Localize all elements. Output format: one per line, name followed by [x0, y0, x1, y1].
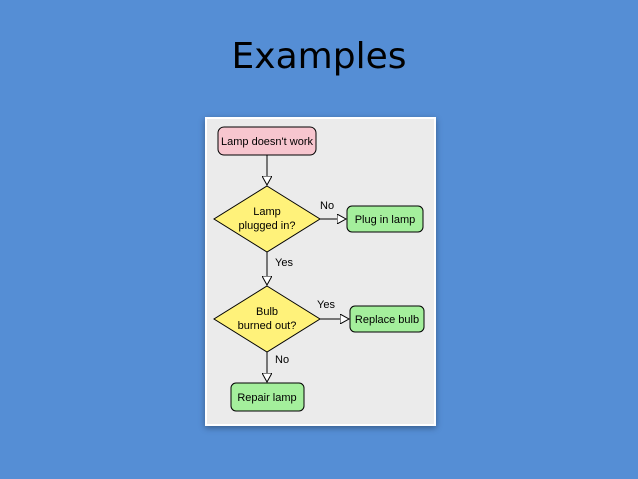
decision-node-plugged-in: Lamp plugged in? — [213, 185, 321, 253]
plug-in-label: Plug in lamp — [355, 214, 416, 226]
slide-title: Examples — [231, 36, 407, 77]
decision1-label-line1: Lamp — [253, 206, 281, 218]
action-node-replace-bulb: Replace bulb — [349, 305, 425, 333]
flowchart-card — [205, 117, 436, 426]
edge-label-decision2-yes: Yes — [317, 299, 335, 311]
repair-lamp-label: Repair lamp — [237, 392, 296, 404]
edge-label-decision2-no: No — [275, 354, 289, 366]
replace-bulb-label: Replace bulb — [355, 314, 419, 326]
decision2-label-line2: burned out? — [238, 320, 297, 332]
action-node-plug-in: Plug in lamp — [346, 205, 424, 233]
action-node-repair-lamp: Repair lamp — [230, 382, 305, 412]
start-node-label: Lamp doesn't work — [221, 136, 313, 148]
decision-node-burned-out: Bulb burned out? — [213, 285, 321, 353]
edge-label-decision1-yes: Yes — [275, 257, 293, 269]
start-node: Lamp doesn't work — [217, 126, 317, 156]
decision1-label-line2: plugged in? — [239, 220, 296, 232]
decision2-label-line1: Bulb — [256, 306, 278, 318]
edge-label-decision1-no: No — [320, 200, 334, 212]
